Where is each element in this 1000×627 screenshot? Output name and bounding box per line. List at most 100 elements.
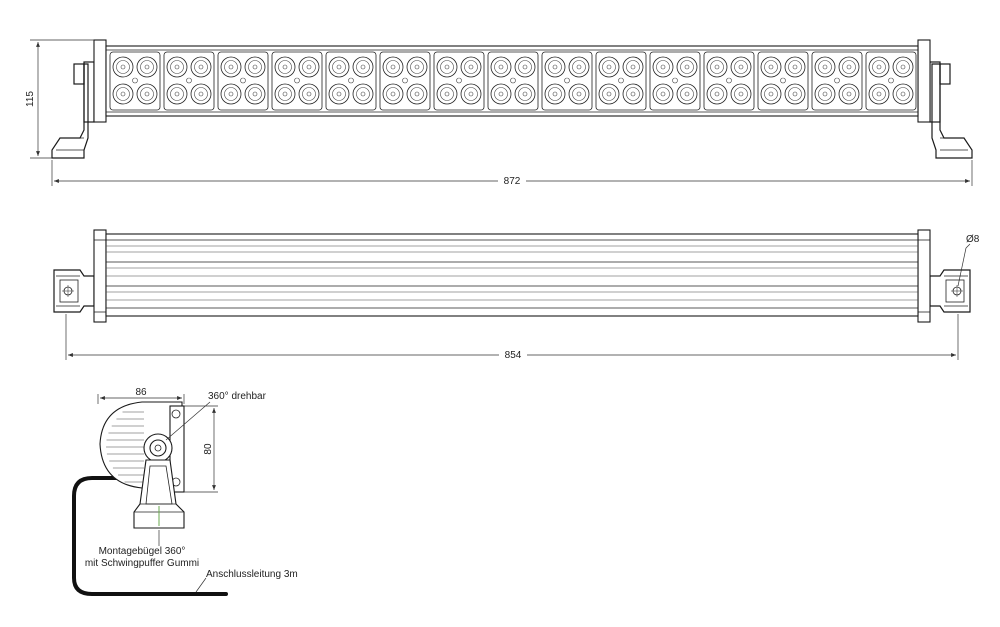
top-right-endcap: [917, 229, 931, 323]
led-reflector: [248, 60, 262, 74]
led-lens: [730, 56, 752, 78]
led-reflector: [896, 87, 910, 101]
bracket-label-line1: Montagebügel 360°: [99, 546, 186, 557]
led-reflector: [626, 60, 640, 74]
led-chip: [900, 64, 906, 70]
led-lens: [352, 83, 374, 105]
led-reflector: [788, 87, 802, 101]
led-module: [649, 51, 701, 111]
led-lens: [382, 83, 404, 105]
front-left-endcap: [93, 39, 107, 123]
led-chip: [792, 64, 798, 70]
led-chip: [144, 91, 150, 97]
led-lens: [706, 56, 728, 78]
led-lens: [568, 56, 590, 78]
led-reflector: [302, 60, 316, 74]
led-lens: [244, 56, 266, 78]
led-chip: [684, 64, 690, 70]
led-lens: [220, 56, 242, 78]
mounting-bracket: [133, 459, 185, 529]
led-reflector: [140, 60, 154, 74]
led-lens: [136, 83, 158, 105]
led-reflector: [872, 87, 886, 101]
led-reflector: [818, 60, 832, 74]
dimension-hole-diameter: Ø8: [957, 234, 980, 287]
hole-diameter-label: Ø8: [966, 234, 980, 245]
led-reflector: [572, 87, 586, 101]
led-chip: [498, 64, 504, 70]
led-reflector: [356, 60, 370, 74]
module-screw: [564, 77, 570, 84]
led-lens: [838, 83, 860, 105]
led-lens: [460, 56, 482, 78]
led-reflector: [386, 87, 400, 101]
led-module: [541, 51, 593, 111]
led-lens: [838, 56, 860, 78]
led-lens: [406, 83, 428, 105]
led-module: [703, 51, 755, 111]
led-chip: [576, 91, 582, 97]
led-lens: [652, 83, 674, 105]
led-chip: [630, 64, 636, 70]
led-lens: [136, 56, 158, 78]
cable-label: Anschlussleitung 3m: [206, 569, 298, 580]
front-width-label: 872: [504, 176, 521, 187]
led-chip: [552, 91, 558, 97]
led-reflector: [680, 60, 694, 74]
led-lens: [514, 56, 536, 78]
led-reflector: [518, 60, 532, 74]
led-chip: [336, 91, 342, 97]
led-lens: [622, 56, 644, 78]
led-chip: [606, 91, 612, 97]
led-lens: [406, 56, 428, 78]
led-reflector: [464, 60, 478, 74]
led-chip: [846, 91, 852, 97]
led-reflector: [410, 60, 424, 74]
led-chip: [120, 91, 126, 97]
dimension-side-height: 80: [184, 405, 218, 493]
led-chip: [738, 64, 744, 70]
led-grid: [109, 51, 917, 111]
led-chip: [552, 64, 558, 70]
annotation-rotation: 360° drehbar: [165, 391, 267, 441]
led-lens: [892, 83, 914, 105]
led-reflector: [278, 87, 292, 101]
led-lens: [730, 83, 752, 105]
led-reflector: [302, 87, 316, 101]
led-reflector: [170, 87, 184, 101]
led-chip: [390, 91, 396, 97]
top-left-endcap: [93, 229, 107, 323]
led-lens: [622, 83, 644, 105]
led-lens: [868, 56, 890, 78]
led-reflector: [680, 87, 694, 101]
module-screw: [726, 77, 732, 84]
led-reflector: [548, 87, 562, 101]
top-housing: [105, 233, 919, 317]
led-reflector: [872, 60, 886, 74]
led-lens: [892, 56, 914, 78]
led-reflector: [278, 60, 292, 74]
led-chip: [174, 91, 180, 97]
led-chip: [900, 91, 906, 97]
led-chip: [336, 64, 342, 70]
led-reflector: [818, 87, 832, 101]
side-view: [72, 401, 228, 596]
led-reflector: [170, 60, 184, 74]
led-chip: [198, 64, 204, 70]
front-housing: [105, 45, 919, 117]
led-chip: [282, 64, 288, 70]
top-right-clamp: [929, 269, 971, 313]
led-chip: [660, 64, 666, 70]
module-screw: [672, 77, 678, 84]
front-left-foot: [51, 61, 95, 159]
led-lens: [166, 56, 188, 78]
led-lens: [220, 83, 242, 105]
side-height-label: 80: [203, 443, 214, 455]
led-lens: [760, 56, 782, 78]
led-reflector: [386, 60, 400, 74]
led-reflector: [440, 60, 454, 74]
led-chip: [444, 91, 450, 97]
led-chip: [822, 64, 828, 70]
led-chip: [660, 91, 666, 97]
